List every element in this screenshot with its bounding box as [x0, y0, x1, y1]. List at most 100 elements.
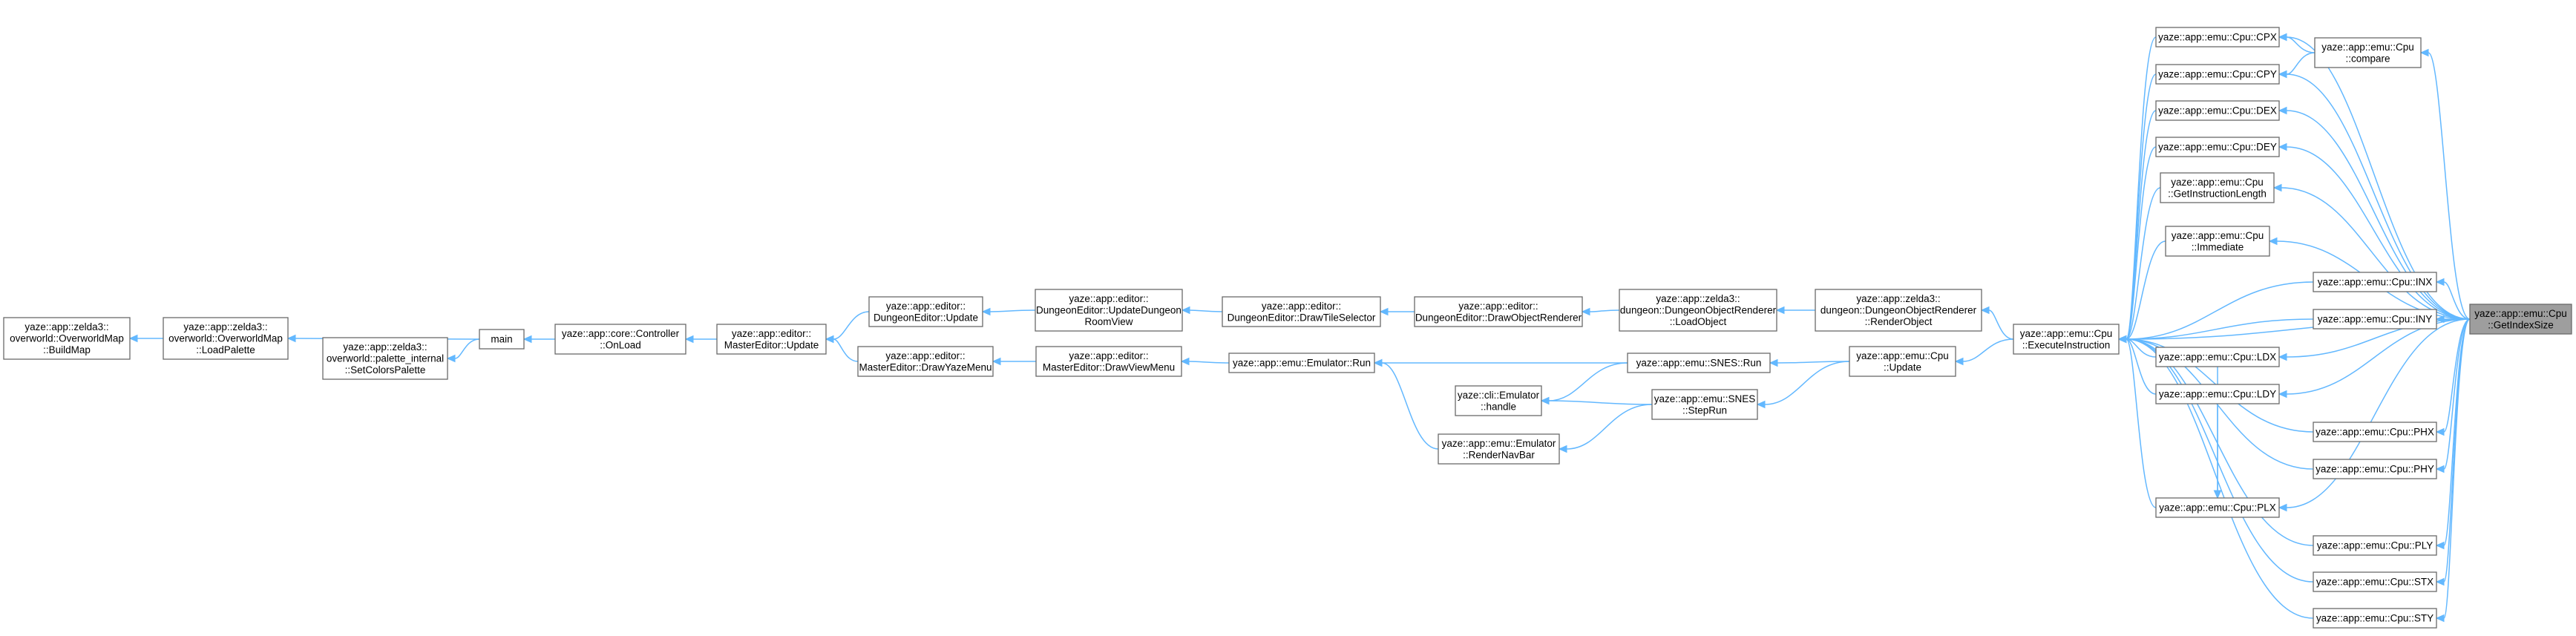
arrowhead-icon	[684, 335, 694, 344]
node-box	[2013, 324, 2120, 355]
node-box	[1228, 353, 1375, 373]
node-box	[2313, 535, 2437, 556]
node-label-line: ::handle	[1481, 401, 1516, 412]
node-box	[2155, 64, 2280, 85]
call-edge-plx-to-executeinstruction	[2126, 338, 2157, 508]
call-edge-getindexsize-to-getinstructionlength	[2281, 187, 2471, 320]
call-edge-emulator-run-to-drawviewmenu	[1188, 361, 1230, 364]
node-dex[interactable]: yaze::app::emu::Cpu::DEX	[2155, 100, 2280, 121]
call-edge-executeinstruction-to-cpu-update	[1962, 338, 2014, 362]
node-box	[868, 296, 983, 327]
node-onload[interactable]: yaze::app::core::Controller::OnLoad	[554, 324, 686, 355]
node-box	[2155, 137, 2280, 157]
node-label-line: yaze::app::emu::Cpu::LDX	[2159, 352, 2276, 363]
node-box	[1438, 433, 1560, 465]
node-label-line: DungeonEditor::DrawObjectRenderer	[1415, 312, 1582, 323]
node-label-line: yaze::app::emu::Cpu::LDY	[2159, 389, 2276, 400]
node-snes-run[interactable]: yaze::app::emu::SNES::Run	[1627, 353, 1771, 373]
node-cpu-update[interactable]: yaze::app::emu::Cpu::Update	[1849, 346, 1956, 377]
node-executeinstruction[interactable]: yaze::app::emu::Cpu::ExecuteInstruction	[2013, 324, 2120, 355]
node-label-line: yaze::app::emu::Cpu::PLY	[2317, 540, 2434, 551]
node-label-line: yaze::app::emu::Cpu	[2171, 177, 2264, 188]
node-phy[interactable]: yaze::app::emu::Cpu::PHY	[2313, 459, 2437, 479]
node-compare[interactable]: yaze::app::emu::Cpu::compare	[2314, 37, 2422, 68]
node-phx[interactable]: yaze::app::emu::Cpu::PHX	[2313, 422, 2437, 442]
node-label-line: yaze::app::emu::Cpu	[2172, 230, 2264, 241]
node-immediate[interactable]: yaze::app::emu::Cpu::Immediate	[2165, 226, 2270, 257]
node-drawyazemenu[interactable]: yaze::app::editor::MasterEditor::DrawYaz…	[857, 346, 994, 377]
node-drawviewmenu[interactable]: yaze::app::editor::MasterEditor::DrawVie…	[1035, 346, 1182, 377]
node-drawobjectrenderer[interactable]: yaze::app::editor::DungeonEditor::DrawOb…	[1414, 296, 1583, 327]
node-inx[interactable]: yaze::app::emu::Cpu::INX	[2313, 272, 2437, 292]
arrowhead-icon	[1954, 357, 1964, 366]
arrowhead-icon	[2435, 541, 2445, 550]
node-drawtileselector[interactable]: yaze::app::editor::DungeonEditor::DrawTi…	[1222, 296, 1381, 327]
node-box	[1455, 385, 1542, 416]
arrowhead-icon	[1180, 357, 1190, 366]
node-label-line: yaze::app::zelda3::	[1656, 293, 1740, 304]
node-label-line: ::Immediate	[2192, 241, 2244, 252]
call-edge-snes-run-to-cli-handle	[1548, 362, 1628, 401]
node-loadpalette[interactable]: yaze::app::zelda3::overworld::OverworldM…	[163, 317, 289, 360]
node-label-line: ::LoadObject	[1670, 316, 1727, 327]
call-edge-cpu-update-to-steprun	[1764, 361, 1850, 405]
call-edge-loadobject-to-drawobjectrenderer	[1589, 309, 1620, 312]
node-label-line: dungeon::DungeonObjectRenderer	[1820, 305, 1977, 316]
node-label-line: yaze::app::emu::Cpu::CPX	[2158, 32, 2277, 43]
node-box	[2155, 347, 2280, 367]
node-box	[2155, 100, 2280, 121]
node-setcolorspalette[interactable]: yaze::app::zelda3::overworld::palette_in…	[322, 337, 448, 380]
node-ldx[interactable]: yaze::app::emu::Cpu::LDX	[2155, 347, 2280, 367]
node-getinstructionlength[interactable]: yaze::app::emu::Cpu::GetInstructionLengt…	[2160, 172, 2275, 203]
call-edge-main-to-setcolorspalette	[454, 338, 480, 359]
node-renderobject[interactable]: yaze::app::zelda3::dungeon::DungeonObjec…	[1815, 289, 1982, 332]
node-rendernavbar[interactable]: yaze::app::emu::Emulator::RenderNavBar	[1438, 433, 1560, 465]
node-getindexsize[interactable]: yaze::app::emu::Cpu::GetIndexSize	[2469, 304, 2572, 335]
node-buildmap[interactable]: yaze::app::zelda3::overworld::OverworldM…	[3, 317, 131, 360]
arrowhead-icon	[1980, 306, 1990, 315]
node-sty[interactable]: yaze::app::emu::Cpu::STY	[2313, 608, 2437, 629]
node-plx[interactable]: yaze::app::emu::Cpu::PLX	[2155, 497, 2280, 518]
node-updatedungeonroomview[interactable]: yaze::app::editor::DungeonEditor::Update…	[1035, 289, 1183, 332]
node-label-line: yaze::app::emu::Cpu	[1856, 350, 1949, 361]
call-edge-dey-to-executeinstruction	[2126, 146, 2157, 340]
arrowhead-icon	[2268, 237, 2278, 246]
node-label-line: ::ExecuteInstruction	[2022, 339, 2111, 350]
node-emulator-run[interactable]: yaze::app::emu::Emulator::Run	[1228, 353, 1375, 373]
node-label-line: MasterEditor::DrawViewMenu	[1043, 361, 1175, 373]
node-label-line: yaze::app::emu::Emulator::Run	[1233, 358, 1371, 369]
node-dey[interactable]: yaze::app::emu::Cpu::DEY	[2155, 137, 2280, 157]
node-label-line: yaze::app::emu::Cpu::INX	[2318, 277, 2433, 288]
node-box	[2313, 571, 2437, 592]
call-edge-inx-to-executeinstruction	[2126, 281, 2314, 340]
arrowhead-icon	[1581, 307, 1590, 316]
node-cpx[interactable]: yaze::app::emu::Cpu::CPX	[2155, 27, 2280, 47]
node-label-line: MasterEditor::Update	[724, 339, 819, 350]
call-edge-getindexsize-to-phy	[2443, 318, 2471, 470]
arrowhead-icon	[1373, 358, 1383, 367]
node-steprun[interactable]: yaze::app::emu::SNES::StepRun	[1651, 389, 1758, 420]
node-box	[1815, 289, 1982, 332]
node-label-line: yaze::app::zelda3::	[183, 321, 267, 332]
node-mastereditor-update[interactable]: yaze::app::editor::MasterEditor::Update	[716, 324, 827, 355]
node-ply[interactable]: yaze::app::emu::Cpu::PLY	[2313, 535, 2437, 556]
node-cpy[interactable]: yaze::app::emu::Cpu::CPY	[2155, 64, 2280, 85]
node-label-line: yaze::app::emu::Cpu::DEX	[2158, 105, 2277, 117]
arrowhead-icon	[2272, 183, 2282, 192]
node-main[interactable]: main	[479, 329, 525, 350]
node-label-line: main	[491, 334, 512, 345]
call-edge-getindexsize-to-ldy	[2286, 318, 2471, 395]
node-ldy[interactable]: yaze::app::emu::Cpu::LDY	[2155, 384, 2280, 404]
node-label-line: yaze::app::emu::SNES	[1654, 393, 1756, 404]
node-iny[interactable]: yaze::app::emu::Cpu::INY	[2313, 309, 2437, 330]
arrowhead-icon	[2213, 490, 2222, 499]
node-stx[interactable]: yaze::app::emu::Cpu::STX	[2313, 571, 2437, 592]
arrowhead-icon	[981, 307, 991, 316]
node-cli-handle[interactable]: yaze::cli::Emulator::handle	[1455, 385, 1542, 416]
node-box	[1619, 289, 1777, 332]
node-loadobject[interactable]: yaze::app::zelda3::dungeon::DungeonObjec…	[1619, 289, 1777, 332]
arrowhead-icon	[2278, 33, 2287, 42]
arrowhead-icon	[2278, 503, 2287, 512]
node-dungeoneditor-update[interactable]: yaze::app::editor::DungeonEditor::Update	[868, 296, 983, 327]
node-label-line: ::RenderObject	[1865, 316, 1933, 327]
